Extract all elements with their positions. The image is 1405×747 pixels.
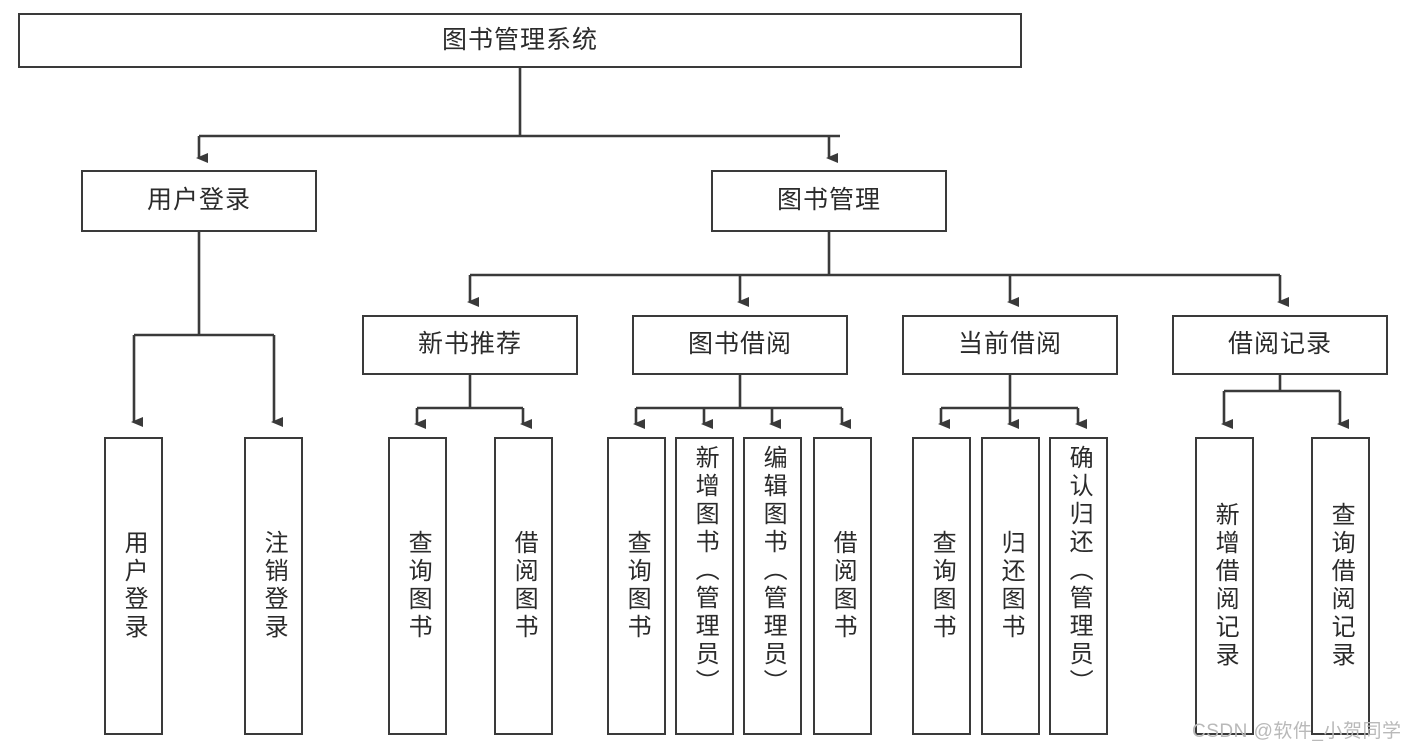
leaf-edit-book-admin[interactable]: 编辑图书（管理员） xyxy=(743,437,802,735)
node-label: 查询借阅记录 xyxy=(1327,502,1355,670)
node-root-system[interactable]: 图书管理系统 xyxy=(18,13,1022,68)
leaf-logout[interactable]: 注销登录 xyxy=(244,437,303,735)
node-label: 查询图书 xyxy=(623,530,651,642)
leaf-query-book-borrow[interactable]: 查询图书 xyxy=(607,437,666,735)
leaf-query-borrow-record[interactable]: 查询借阅记录 xyxy=(1311,437,1370,735)
leaf-borrow-book[interactable]: 借阅图书 xyxy=(813,437,872,735)
node-label: 确认归还（管理员） xyxy=(1065,445,1093,697)
leaf-query-book-recommend[interactable]: 查询图书 xyxy=(388,437,447,735)
leaf-return-book[interactable]: 归还图书 xyxy=(981,437,1040,735)
node-label: 注销登录 xyxy=(260,530,288,642)
leaf-add-borrow-record[interactable]: 新增借阅记录 xyxy=(1195,437,1254,735)
leaf-add-book-admin[interactable]: 新增图书（管理员） xyxy=(675,437,734,735)
node-borrow-record[interactable]: 借阅记录 xyxy=(1172,315,1388,375)
node-label: 借阅记录 xyxy=(1227,330,1332,359)
node-label: 新书推荐 xyxy=(417,330,522,359)
leaf-borrow-book-recommend[interactable]: 借阅图书 xyxy=(494,437,553,735)
node-label: 新增图书（管理员） xyxy=(691,445,719,697)
node-label: 图书借阅 xyxy=(687,330,792,359)
node-label: 归还图书 xyxy=(997,530,1025,642)
node-book-borrow[interactable]: 图书借阅 xyxy=(632,315,848,375)
leaf-confirm-return-admin[interactable]: 确认归还（管理员） xyxy=(1049,437,1108,735)
node-label: 当前借阅 xyxy=(957,330,1062,359)
node-user-login[interactable]: 用户登录 xyxy=(81,170,317,232)
node-label: 查询图书 xyxy=(404,530,432,642)
leaf-query-book-current[interactable]: 查询图书 xyxy=(912,437,971,735)
leaf-user-login[interactable]: 用户登录 xyxy=(104,437,163,735)
watermark: CSDN @软件_小贺同学 xyxy=(1192,721,1402,742)
node-label: 编辑图书（管理员） xyxy=(759,445,787,697)
node-label: 用户登录 xyxy=(120,530,148,642)
node-label: 图书管理系统 xyxy=(441,25,598,54)
node-label: 用户登录 xyxy=(146,186,251,215)
node-new-book-recommend[interactable]: 新书推荐 xyxy=(362,315,578,375)
node-label: 借阅图书 xyxy=(510,530,538,642)
node-book-management[interactable]: 图书管理 xyxy=(711,170,947,232)
node-label: 新增借阅记录 xyxy=(1211,502,1239,670)
node-label: 借阅图书 xyxy=(829,530,857,642)
node-current-borrow[interactable]: 当前借阅 xyxy=(902,315,1118,375)
node-label: 图书管理 xyxy=(776,186,881,215)
node-label: 查询图书 xyxy=(928,530,956,642)
